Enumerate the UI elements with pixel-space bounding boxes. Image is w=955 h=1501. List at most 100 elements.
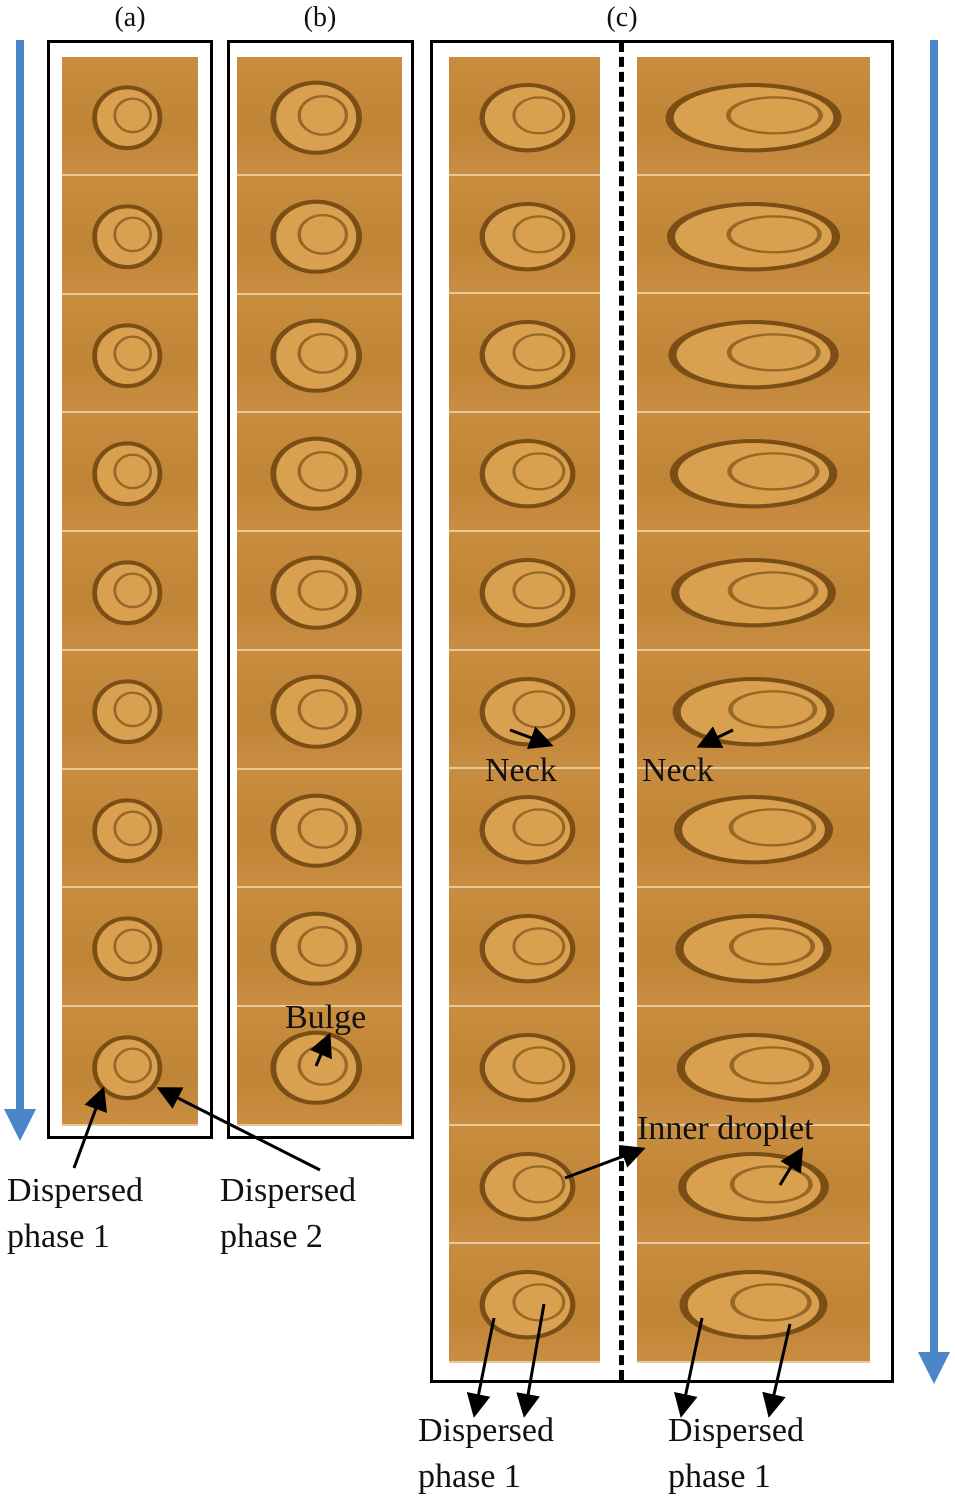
droplet: [669, 439, 838, 509]
inner-phase: [297, 94, 349, 136]
droplet: [479, 676, 576, 747]
droplet: [668, 320, 839, 390]
inner-phase: [512, 452, 566, 491]
droplet: [675, 914, 832, 984]
c-right-phase1-label: Dispersed phase 1: [668, 1408, 804, 1500]
inner-phase: [728, 927, 816, 966]
panel-a-frame: [47, 40, 213, 1139]
video-frame: [637, 769, 870, 889]
a-phase1-label: Dispersed phase 1: [7, 1168, 143, 1260]
droplet: [479, 439, 576, 509]
video-frame: [449, 1006, 600, 1126]
inner-phase: [726, 333, 821, 372]
inner-phase: [727, 452, 820, 491]
inner-phase: [113, 216, 153, 253]
inner-phase: [297, 688, 349, 730]
video-frame: [637, 294, 870, 414]
droplet: [479, 795, 576, 865]
video-frame: [449, 294, 600, 414]
video-frame: [449, 650, 600, 770]
c-right-line2: phase 1: [668, 1457, 771, 1495]
inner-phase: [113, 928, 153, 965]
droplet: [479, 1151, 576, 1222]
a-phase1-line2: phase 1: [7, 1217, 110, 1255]
inner-phase: [512, 1164, 566, 1204]
inner-phase: [728, 808, 817, 847]
inner-phase: [728, 689, 818, 729]
inner-phase: [297, 451, 349, 493]
video-frame: [62, 294, 198, 414]
c-right-line1: Dispersed: [668, 1412, 804, 1449]
video-frame: [449, 531, 600, 651]
video-frame: [637, 175, 870, 295]
inner-droplet-label: Inner droplet: [637, 1110, 814, 1147]
a-phase2-line1: Dispersed: [220, 1172, 356, 1209]
droplet: [479, 1032, 576, 1103]
video-frame: [637, 413, 870, 532]
video-frame: [237, 650, 402, 770]
droplet: [679, 1270, 828, 1340]
inner-phase: [113, 453, 153, 490]
panel-a-sequence: [62, 57, 198, 1127]
c-left-phase1-label: Dispersed phase 1: [418, 1408, 554, 1500]
inner-phase: [726, 96, 823, 135]
video-frame: [237, 175, 402, 295]
inner-phase: [297, 570, 349, 611]
inner-phase: [512, 214, 566, 254]
droplet: [673, 795, 834, 865]
inner-phase: [512, 1046, 566, 1085]
video-frame: [62, 175, 198, 295]
inner-phase: [729, 1046, 814, 1085]
video-frame: [62, 888, 198, 1008]
droplet: [671, 557, 836, 628]
inner-phase: [512, 333, 566, 372]
video-frame: [449, 888, 600, 1007]
panel-c-frame: [430, 40, 894, 1383]
inner-phase: [297, 807, 349, 849]
inner-phase: [113, 335, 153, 371]
inner-phase: [512, 927, 566, 966]
inner-phase: [512, 96, 566, 135]
video-frame: [449, 769, 600, 889]
video-frame: [637, 1244, 870, 1364]
video-frame: [449, 1244, 600, 1364]
video-frame: [449, 57, 600, 176]
inner-phase: [113, 572, 153, 609]
inner-phase: [729, 1164, 813, 1204]
a-phase1-line1: Dispersed: [7, 1172, 143, 1209]
inner-phase: [730, 1283, 812, 1322]
c-left-line2: phase 1: [418, 1457, 521, 1495]
video-frame: [62, 769, 198, 889]
video-frame: [237, 532, 402, 651]
video-frame: [637, 531, 870, 651]
video-frame: [62, 532, 198, 651]
inner-phase: [113, 97, 153, 134]
video-frame: [637, 1006, 870, 1126]
video-frame: [62, 1007, 198, 1127]
inner-phase: [512, 808, 566, 847]
video-frame: [449, 175, 600, 295]
video-frame: [62, 57, 198, 176]
panel-c-divider: [619, 42, 624, 1380]
droplet: [676, 1032, 831, 1103]
droplet: [479, 82, 576, 153]
video-frame: [62, 650, 198, 770]
panel-c-right-sequence: [637, 57, 870, 1364]
c-left-line1: Dispersed: [418, 1412, 554, 1449]
video-frame: [237, 294, 402, 414]
droplet: [479, 201, 576, 272]
video-frame: [449, 413, 600, 532]
droplet: [479, 320, 576, 390]
bulge-label: Bulge: [285, 999, 367, 1036]
video-frame: [237, 413, 402, 533]
inner-phase: [297, 213, 349, 255]
video-frame: [237, 769, 402, 889]
droplet: [479, 557, 576, 628]
droplet: [665, 82, 842, 153]
neck-label-left: Neck: [485, 752, 557, 789]
panel-b-sequence: [237, 57, 402, 1127]
panel-label-b: (b): [303, 2, 337, 33]
inner-phase: [726, 214, 822, 254]
